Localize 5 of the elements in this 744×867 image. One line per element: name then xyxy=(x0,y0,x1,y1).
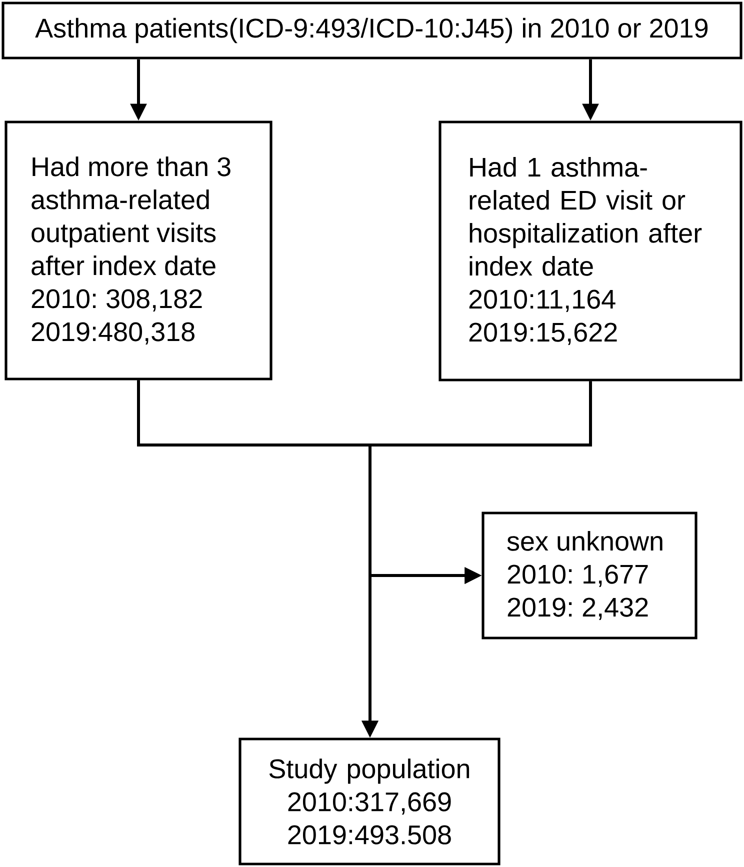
exclusion-box: sex unknown 2010: 1,677 2019: 2,432 xyxy=(482,512,698,640)
process-box: Study population 2010:317,669 2019:493.508 xyxy=(238,738,500,866)
process-box: Had 1 asthma-related ED visit or hospitalization after index date 2010:11,164 2019:15,622 xyxy=(438,120,742,382)
process-box: Asthma patients(ICD-9:493/ICD-10:J45) in 2010 or 2019 xyxy=(2,2,742,60)
process-box: Had more than 3 asthma-related outpatient visits after index date 2010: 308,182 2019:480,318 xyxy=(4,120,272,380)
